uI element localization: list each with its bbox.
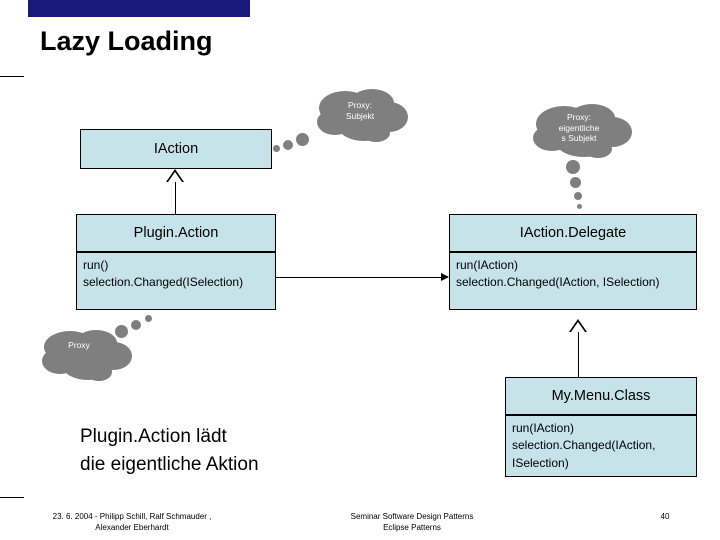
class-box-iaction-title: IAction: [153, 141, 199, 157]
class-box-mymenuclass-members: run(IAction) selection.Changed(IAction, …: [505, 415, 697, 477]
accent-bar: [28, 0, 250, 17]
association-arrowhead-delegate: [441, 273, 449, 281]
class-box-iactiondelegate-members: run(IAction) selection.Changed(IAction, …: [449, 252, 697, 310]
cloud-line: Proxy: [68, 340, 90, 350]
cloud-tail-bubble: [566, 160, 580, 174]
cloud-line: Proxy:: [566, 112, 592, 122]
divider-top: [0, 76, 24, 77]
member-item: selection.Changed(ISelection): [83, 275, 244, 290]
member-item: selection.Changed(IAction, ISelection): [456, 275, 660, 290]
class-box-iaction: IAction: [80, 129, 272, 169]
association-line-delegate: [276, 277, 441, 278]
cloud-tail-bubble: [273, 145, 280, 152]
cloud-proxy-eigentliches-subjekt-text: Proxy: eigentliche s Subjekt: [524, 112, 634, 144]
cloud-tail-bubble: [283, 140, 293, 150]
divider-bottom: [0, 497, 24, 498]
cloud-tail-bubble: [131, 320, 141, 330]
cloud-line: Proxy:: [347, 100, 373, 110]
footer-line: Seminar Software Design Patterns: [350, 512, 474, 521]
generalization-line-mymenu: [578, 332, 579, 377]
footer-line: 23. 6. 2004 - Philipp Schill, Ralf Schma…: [52, 512, 212, 521]
cloud-tail-bubble: [577, 204, 582, 209]
explanatory-note: Plugin.Action lädt die eigentliche Aktio…: [80, 423, 360, 478]
member-item: selection.Changed(IAction, ISelection): [512, 438, 656, 470]
cloud-tail-bubble: [574, 192, 582, 200]
cloud-tail-bubble: [115, 325, 128, 338]
generalization-line-pluginaction: [175, 182, 176, 214]
class-box-pluginaction-title: Plugin.Action: [133, 225, 219, 241]
cloud-line: Subjekt: [345, 110, 375, 121]
explanatory-note-line: die eigentliche Aktion: [80, 453, 259, 475]
cloud-tail-bubble: [570, 177, 581, 188]
cloud-tail-bubble: [296, 133, 309, 146]
cloud-proxy-subjekt-text: Proxy: Subjekt: [309, 100, 411, 121]
class-box-mymenuclass-header: My.Menu.Class: [505, 377, 697, 415]
class-box-pluginaction-header: Plugin.Action: [76, 214, 276, 252]
generalization-arrowhead-inner-pluginaction: [168, 172, 182, 182]
footer-seminar: Seminar Software Design Patterns Eclipse…: [262, 511, 562, 533]
cloud-proxy: Proxy: [36, 325, 134, 385]
footer-page-number: 40: [660, 512, 670, 521]
member-item: run(IAction): [512, 421, 575, 435]
cloud-proxy-text: Proxy: [30, 340, 128, 351]
cloud-tail-bubble: [145, 315, 152, 322]
cloud-line: eigentliche: [558, 122, 600, 133]
generalization-arrowhead-inner-mymenu: [571, 322, 585, 332]
footer-line: Alexander Eberhardt: [95, 523, 169, 533]
cloud-proxy-subjekt: Proxy: Subjekt: [309, 86, 411, 148]
footer-authors: 23. 6. 2004 - Philipp Schill, Ralf Schma…: [22, 511, 242, 533]
page-title: Lazy Loading: [40, 26, 213, 56]
cloud-line: s Subjekt: [561, 133, 597, 144]
class-box-mymenuclass-title: My.Menu.Class: [551, 388, 651, 404]
member-item: run(): [83, 258, 109, 272]
explanatory-note-line: Plugin.Action lädt: [80, 426, 227, 447]
footer-line: Eclipse Patterns: [383, 523, 441, 533]
class-box-iactiondelegate-header: IAction.Delegate: [449, 214, 697, 252]
member-item: run(IAction): [456, 258, 519, 272]
class-box-pluginaction-members: run() selection.Changed(ISelection): [76, 252, 276, 310]
cloud-proxy-eigentliches-subjekt: Proxy: eigentliche s Subjekt: [524, 100, 634, 162]
class-box-iactiondelegate-title: IAction.Delegate: [519, 225, 627, 241]
